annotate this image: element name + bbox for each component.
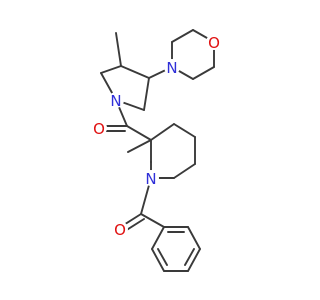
pyrrolidine-nitrogen-atom: N (108, 92, 124, 110)
bond-phenyl-inner-b (184, 248, 195, 266)
atom-layer: O N N O N O (91, 34, 222, 239)
bond-methyl-top (115, 32, 122, 67)
bond-piperidine-cq-c6 (150, 123, 175, 141)
bond-phenyl-inner-c (157, 248, 168, 266)
bond-morpholine-c1-c2 (171, 29, 194, 43)
bond-piperidine-c4-c3 (173, 163, 196, 179)
pyrrolidine-nitrogen-label: N (110, 92, 121, 110)
bond-piperidine-c6-c5 (173, 123, 196, 138)
chemical-structure-diagram: O N N O N O (91, 29, 222, 272)
piperidine-nitrogen-atom: N (143, 170, 159, 188)
morpholine-oxygen-label: O (208, 34, 220, 52)
amide-oxygen-upper-atom: O (91, 120, 107, 138)
morpholine-oxygen-atom: O (206, 34, 222, 52)
morpholine-nitrogen-label: N (166, 59, 177, 77)
bond-phenyl-6-1 (151, 226, 165, 250)
bond-carbonyl-upper-quat-c (126, 125, 152, 141)
bond-phenyl-3-4 (187, 248, 201, 272)
piperidine-nitrogen-label: N (145, 170, 156, 188)
amide-oxygen-lower-atom: O (112, 221, 128, 239)
bond-pyrrolidine-c3-c2 (143, 77, 150, 111)
amide-oxygen-lower-label: O (114, 221, 126, 239)
bond-phenyl-5-6 (151, 248, 165, 272)
bond-carbonyl-lower-phenyl (140, 213, 165, 228)
bond-carbonyl-lower-double-b (124, 218, 145, 232)
bond-phenyl-2-3 (187, 226, 201, 250)
bond-pyrrolidine-c5-c4 (100, 65, 122, 74)
bond-methyl-quat (127, 139, 152, 153)
amide-oxygen-upper-label: O (93, 120, 105, 138)
bond-morpholine-c3-c4 (192, 66, 215, 80)
bond-pyrrolidine-c4-c3 (120, 65, 150, 79)
morpholine-nitrogen-atom: N (164, 59, 180, 77)
